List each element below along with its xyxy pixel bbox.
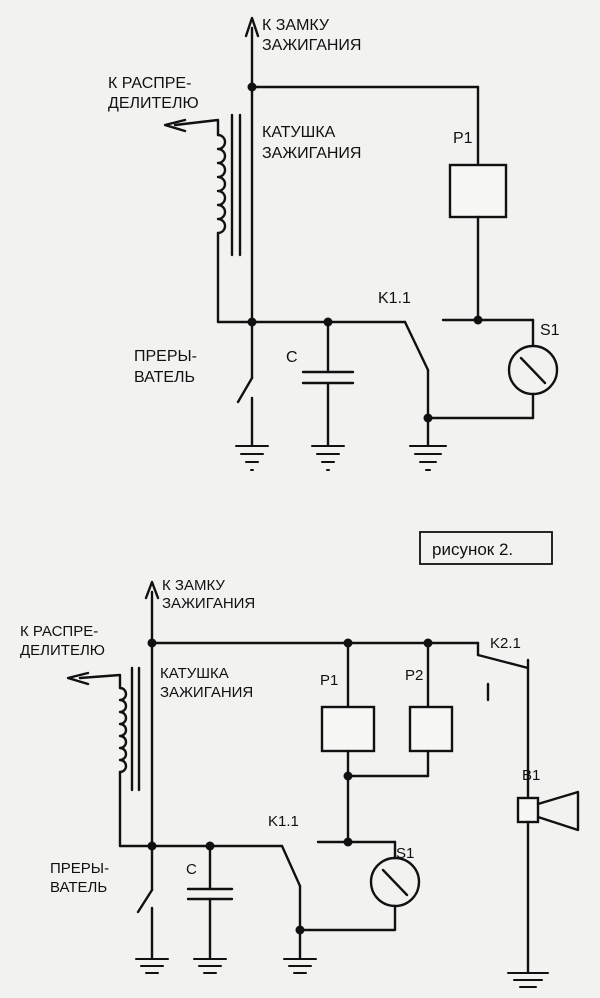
figure-caption-text: рисунок 2. [432,540,513,559]
ignition-switch-label-line2: ЗАЖИГАНИЯ [162,595,255,612]
ground-symbol [135,958,169,974]
breaker-switch [136,844,154,960]
relay-p1 [320,641,376,847]
ignition-coil [66,666,141,848]
sensor-s1 [295,856,421,935]
capacitor-c-label: C [186,861,197,878]
coil-label-line1: КАТУШКА [262,124,336,141]
ground-symbol [283,958,317,974]
coil-label-line1: КАТУШКА [160,665,229,682]
distributor-label-line1: К РАСПРЕ- [108,75,191,92]
distributor-label-line2: ДЕЛИТЕЛЮ [108,95,199,112]
contact-k2-label: K2.1 [490,635,521,652]
main-bus-wire [216,317,407,327]
ignition-switch-label-line1: К ЗАМКУ [262,17,330,34]
breaker-label-line2: ВАТЕЛЬ [134,369,195,386]
contact-k1-label: K1.1 [378,290,411,307]
contact-k1-1 [403,318,535,447]
sensor-s1 [507,344,559,420]
relay-p1-label: P1 [453,130,473,147]
contact-k2-1 [476,641,530,800]
figure-caption: рисунок 2. [419,531,553,565]
ground-symbol [311,445,345,471]
ground-symbol [235,445,269,471]
ground-symbol [409,445,447,471]
contact-k1-label: K1.1 [268,813,299,830]
ignition-feed-wire [244,16,480,324]
diagram-1: К ЗАМКУ ЗАЖИГАНИЯ К РАСПРЕ- ДЕЛИТЕЛЮ КАТ… [108,16,560,471]
coil-label-line2: ЗАЖИГАНИЯ [262,145,361,162]
breaker-label-line2: ВАТЕЛЬ [50,879,107,896]
ignition-feed-wire [144,580,480,848]
ignition-coil [163,113,242,324]
relay-p2 [346,641,454,778]
capacitor-c-label: C [286,349,298,366]
breaker-switch [236,320,254,447]
breaker-label-line1: ПРЕРЫ- [134,348,197,365]
capacitor-c [301,320,355,447]
buzzer-b1 [516,790,580,974]
contact-k1-1 [280,840,397,960]
coil-label-line2: ЗАЖИГАНИЯ [160,684,253,701]
breaker-label-line1: ПРЕРЫ- [50,860,109,877]
relay-p1 [448,85,508,325]
ignition-switch-label-line1: К ЗАМКУ [162,577,225,594]
buzzer-b1-label: B1 [522,767,540,784]
sensor-s1-label: S1 [540,322,560,339]
diagram-2: К ЗАМКУ ЗАЖИГАНИЯ К РАСПРЕ- ДЕЛИТЕЛЮ КАТ… [20,577,580,988]
distributor-label-line1: К РАСПРЕ- [20,623,98,640]
ground-symbol [507,972,549,988]
relay-p1-label: P1 [320,672,338,689]
ignition-switch-label-line2: ЗАЖИГАНИЯ [262,37,361,54]
main-bus-wire [118,841,284,851]
ground-symbol [193,958,227,974]
distributor-label-line2: ДЕЛИТЕЛЮ [20,642,105,659]
capacitor-c [186,844,234,960]
relay-p2-label: P2 [405,667,423,684]
